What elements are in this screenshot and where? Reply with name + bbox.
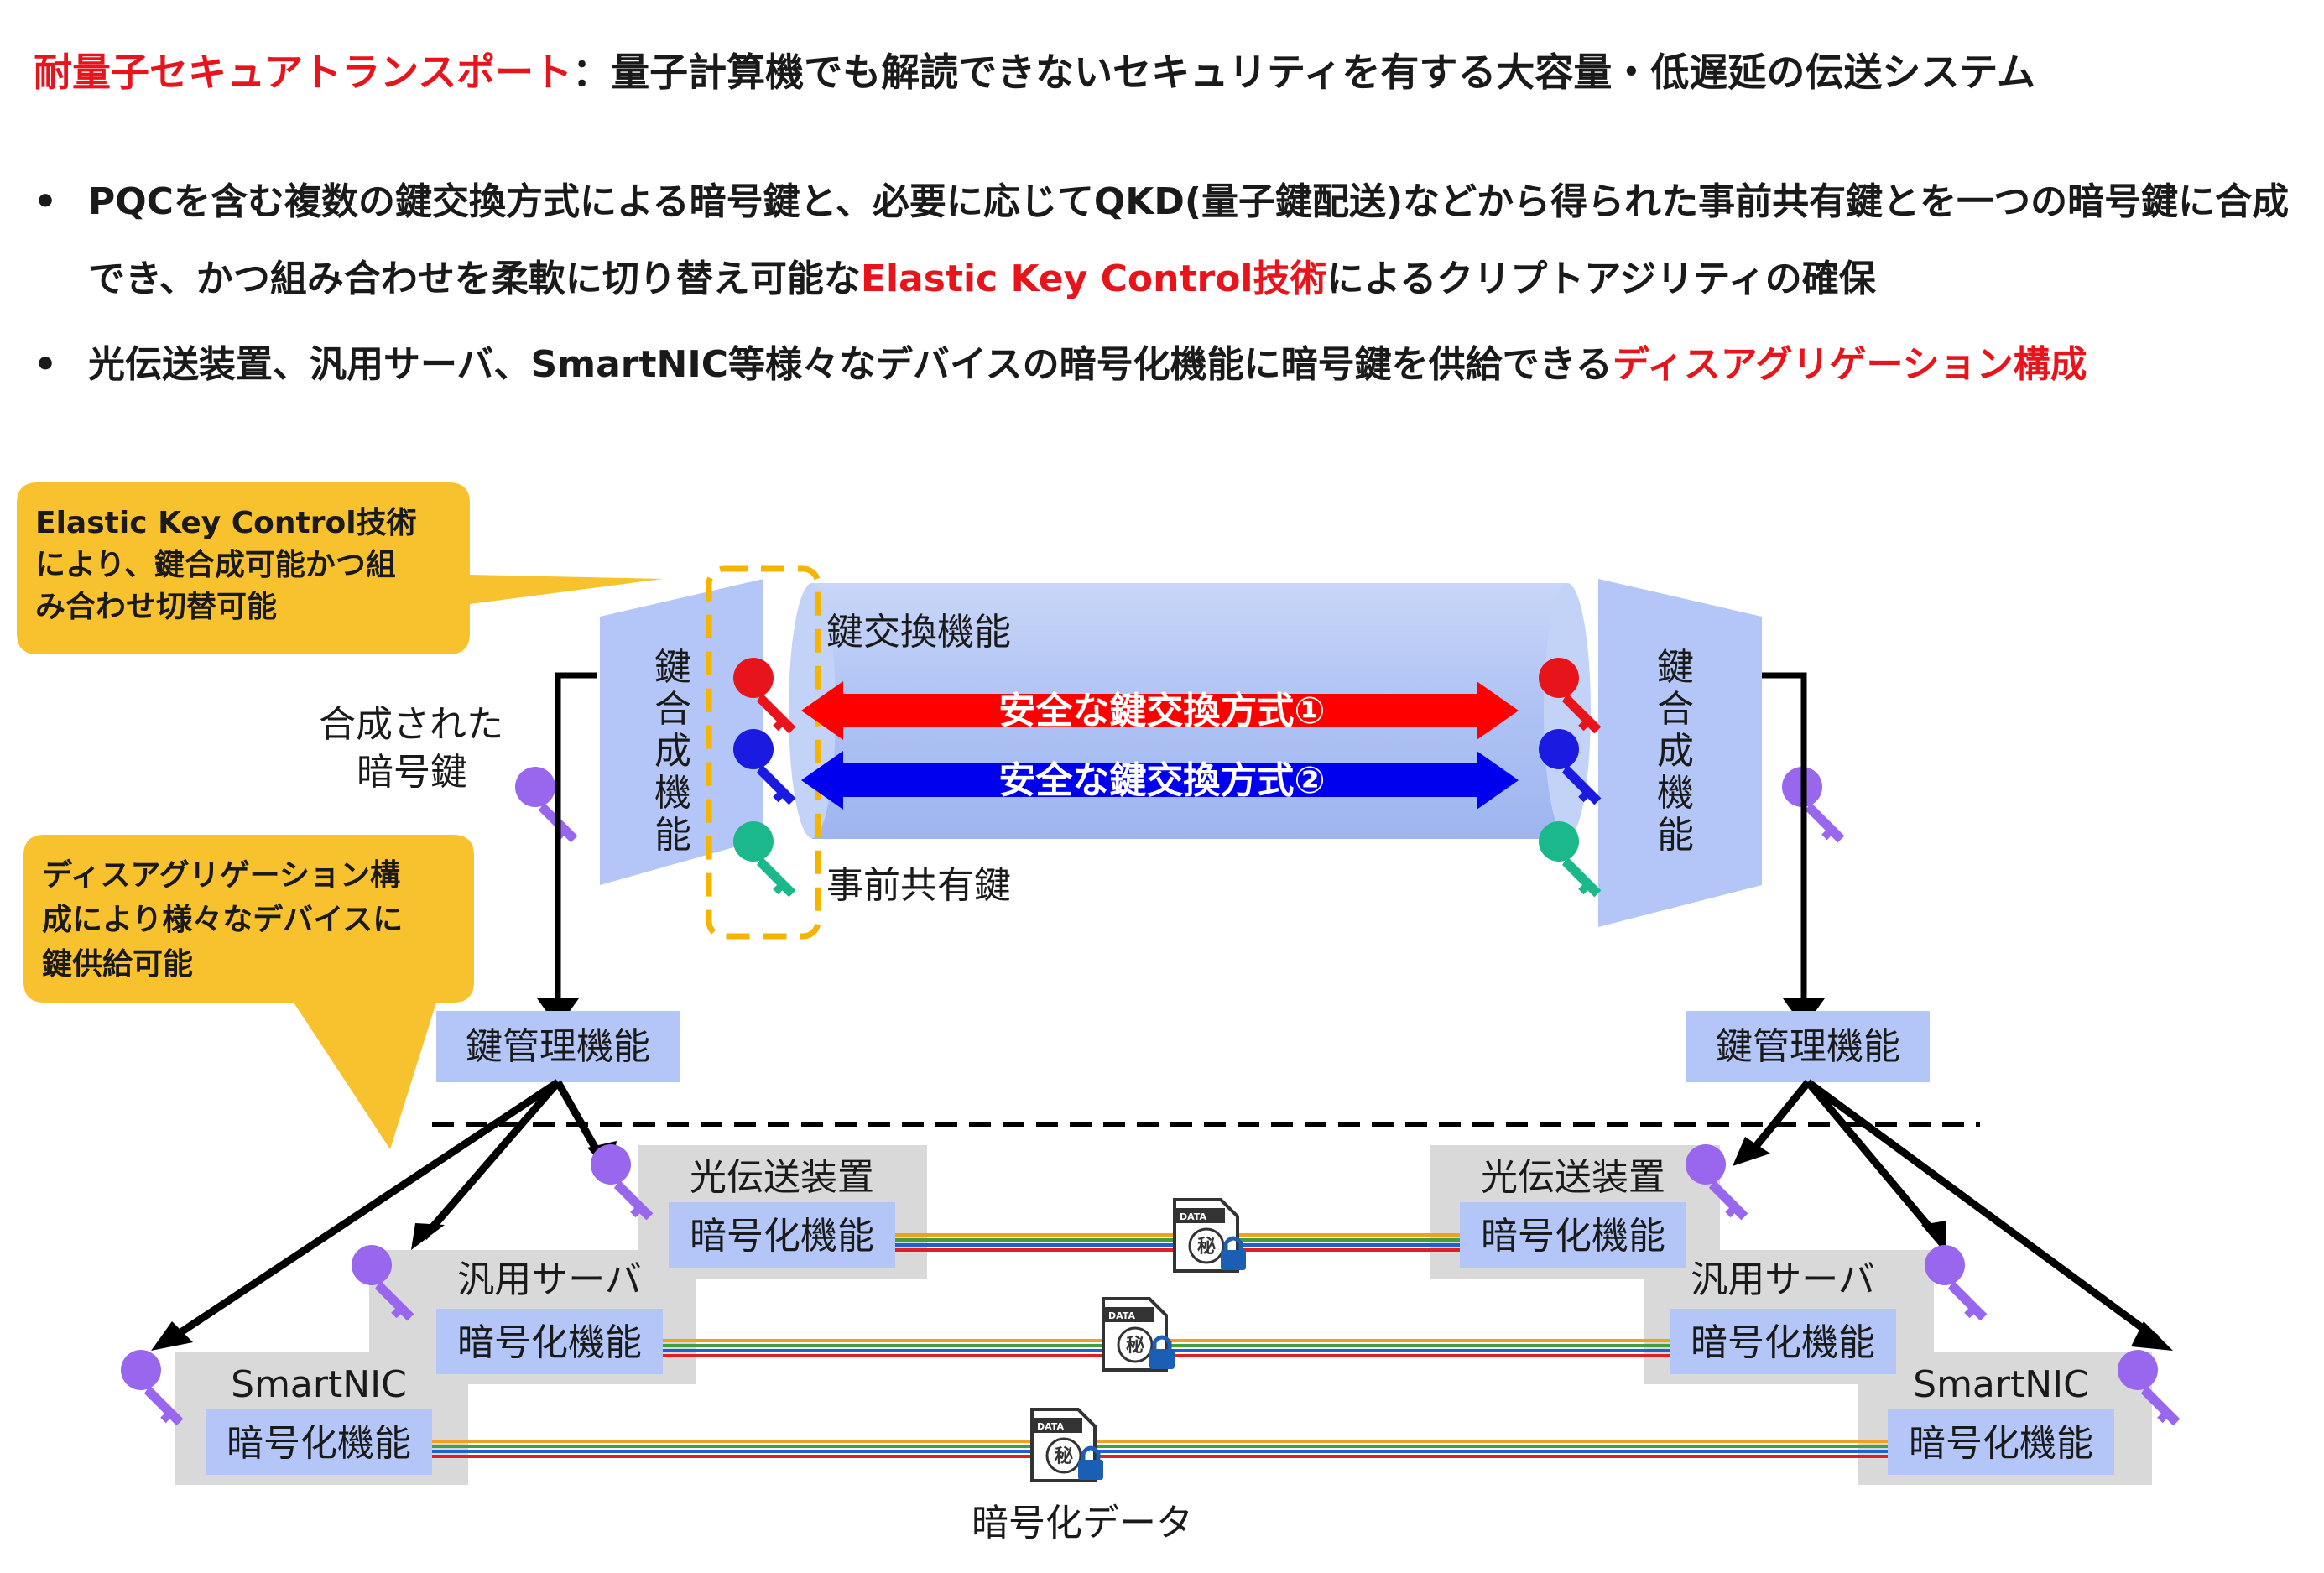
svg-text:成: 成 xyxy=(1657,730,1694,773)
svg-text:成: 成 xyxy=(654,730,691,773)
encrypted-link-3 xyxy=(432,1440,1888,1458)
encryption-function-box xyxy=(1460,1202,1686,1268)
bullet-marker: • xyxy=(34,343,58,386)
encryption-function-box xyxy=(436,1309,663,1374)
svg-text:秘: 秘 xyxy=(1126,1335,1144,1357)
callout1-line2: により、鍵合成可能かつ組 xyxy=(35,547,396,582)
bullet-text-tail: によるクリプトアジリティの確保 xyxy=(1326,258,1876,300)
exchange-arrow-2-label: 安全な鍵交換方式② xyxy=(998,759,1325,802)
synthesis-to-keymgmt-left xyxy=(555,672,597,1003)
key-synthesis-right-label: 鍵 合 成 機 能 xyxy=(1657,646,1694,857)
key-management-left xyxy=(436,1011,680,1082)
svg-text:合: 合 xyxy=(654,688,691,731)
page-title: 耐量子セキュアトランスポート：量子計算機でも解読できないセキュリティを有する大容… xyxy=(34,42,2035,97)
bullet-highlight: ディスアグリゲーション構成 xyxy=(1612,343,2087,386)
encrypted-data-label: 暗号化データ xyxy=(972,1502,1193,1544)
purple-key-icon xyxy=(1925,1245,1988,1321)
exchange-arrow-1-label: 安全な鍵交換方式① xyxy=(998,690,1325,732)
callout-disaggregation: ディスアグリゲーション構 成により様々なデバイスに 鍵供給可能 xyxy=(23,835,474,1149)
purple-key-icon xyxy=(121,1350,184,1426)
combined-key-label-line2: 暗号鍵 xyxy=(357,751,467,794)
svg-text:合: 合 xyxy=(1657,688,1694,731)
device-func-right-3: 暗号化機能 xyxy=(1909,1422,2093,1465)
combined-key-icon xyxy=(1782,767,1845,843)
green-key-icon xyxy=(1539,821,1602,898)
svg-text:鍵: 鍵 xyxy=(654,646,691,689)
arrowhead xyxy=(151,1321,193,1351)
arrowhead xyxy=(1733,1137,1770,1166)
bullet-list: • PQCを含む複数の鍵交換方式による暗号鍵と、必要に応じてQKD(量子鍵配送)… xyxy=(34,164,2299,404)
key-synthesis-left-label: 鍵 合 成 機 能 xyxy=(654,646,691,857)
callout1-line1: Elastic Key Control技術 xyxy=(35,506,417,540)
device-name-right-3: SmartNIC xyxy=(1913,1363,2089,1406)
synthesis-to-keymgmt-right xyxy=(1762,672,1807,1003)
device-name-right-2: 汎用サーバ xyxy=(1691,1258,1875,1301)
arrowhead xyxy=(2131,1321,2173,1351)
bullet-item-1: • PQCを含む複数の鍵交換方式による暗号鍵と、必要に応じてQKD(量子鍵配送)… xyxy=(34,164,2299,318)
green-key-icon xyxy=(733,821,796,898)
encryption-function-box xyxy=(669,1202,895,1268)
callout2-line1: ディスアグリゲーション構 xyxy=(42,857,400,893)
title-highlight: 耐量子セキュアトランスポート xyxy=(34,49,573,95)
arrowhead xyxy=(411,1223,445,1250)
device-func-left-2: 暗号化機能 xyxy=(457,1321,642,1364)
encryption-function-box xyxy=(1888,1409,2114,1475)
encryption-function-box xyxy=(1670,1309,1896,1374)
svg-text:機: 機 xyxy=(654,772,691,815)
bullet-item-2: • 光伝送装置、汎用サーバ、SmartNIC等様々なデバイスの暗号化機能に暗号鍵… xyxy=(34,326,2299,404)
svg-text:機: 機 xyxy=(1657,772,1694,815)
svg-text:秘: 秘 xyxy=(1197,1236,1216,1258)
callout2-line2: 成により様々なデバイスに xyxy=(42,902,403,937)
key-management-right xyxy=(1686,1011,1930,1082)
device-name-left-3: SmartNIC xyxy=(231,1363,407,1406)
svg-text:能: 能 xyxy=(1657,814,1694,857)
encrypted-data-icon: DATA 秘 xyxy=(1030,1408,1103,1482)
device-name-left-1: 光伝送装置 xyxy=(690,1156,874,1199)
callout1-line3: み合わせ切替可能 xyxy=(35,590,277,624)
device-func-right-1: 暗号化機能 xyxy=(1481,1215,1665,1258)
key-management-right-label: 鍵管理機能 xyxy=(1716,1025,1900,1068)
svg-text:DATA: DATA xyxy=(1108,1310,1135,1321)
key-distribution-arrows-left xyxy=(169,1079,603,1341)
device-func-left-3: 暗号化機能 xyxy=(227,1422,411,1465)
encrypted-data-icon: DATA 秘 xyxy=(1173,1198,1246,1273)
svg-text:DATA: DATA xyxy=(1037,1421,1064,1432)
title-rest: ：量子計算機でも解読できないセキュリティを有する大容量・低遅延の伝送システム xyxy=(572,49,2036,95)
bullet-text: 光伝送装置、汎用サーバ、SmartNIC等様々なデバイスの暗号化機能に暗号鍵を供… xyxy=(88,343,1613,386)
svg-text:秘: 秘 xyxy=(1055,1445,1073,1467)
device-name-left-2: 汎用サーバ xyxy=(457,1258,642,1301)
exchange-arrow-1: 安全な鍵交換方式① xyxy=(801,681,1519,740)
svg-text:能: 能 xyxy=(654,814,691,857)
device-name-right-1: 光伝送装置 xyxy=(1481,1156,1665,1199)
bullet-highlight: Elastic Key Control技術 xyxy=(860,258,1327,300)
svg-text:鍵: 鍵 xyxy=(1657,646,1694,689)
key-synthesis-left-box xyxy=(600,579,763,885)
combined-key-icon xyxy=(515,767,578,843)
callout2-line3: 鍵供給可能 xyxy=(42,946,193,982)
svg-text:DATA: DATA xyxy=(1180,1211,1206,1222)
combined-key-label-line1: 合成された xyxy=(319,703,503,746)
bullet-marker: • xyxy=(34,180,58,223)
key-distribution-arrows-right xyxy=(1750,1079,2159,1341)
bullet-text: PQCを含む複数の鍵交換方式による暗号鍵と、必要に応じてQKD(量子鍵配送)など… xyxy=(88,180,2290,300)
callout-elastic-key-control: Elastic Key Control技術 により、鍵合成可能かつ組 み合わせ切… xyxy=(17,482,663,654)
key-exchange-label: 鍵交換機能 xyxy=(826,611,1011,654)
key-synthesis-right-box xyxy=(1598,579,1762,927)
device-func-left-1: 暗号化機能 xyxy=(690,1215,874,1258)
elastic-key-highlight-box xyxy=(706,565,821,940)
encryption-function-box xyxy=(206,1409,432,1475)
device-func-right-2: 暗号化機能 xyxy=(1691,1321,1875,1364)
preshared-key-label: 事前共有鍵 xyxy=(826,864,1011,907)
key-management-left-label: 鍵管理機能 xyxy=(466,1025,650,1068)
encrypted-data-icon: DATA 秘 xyxy=(1102,1297,1175,1372)
exchange-arrow-2: 安全な鍵交換方式② xyxy=(801,751,1519,810)
